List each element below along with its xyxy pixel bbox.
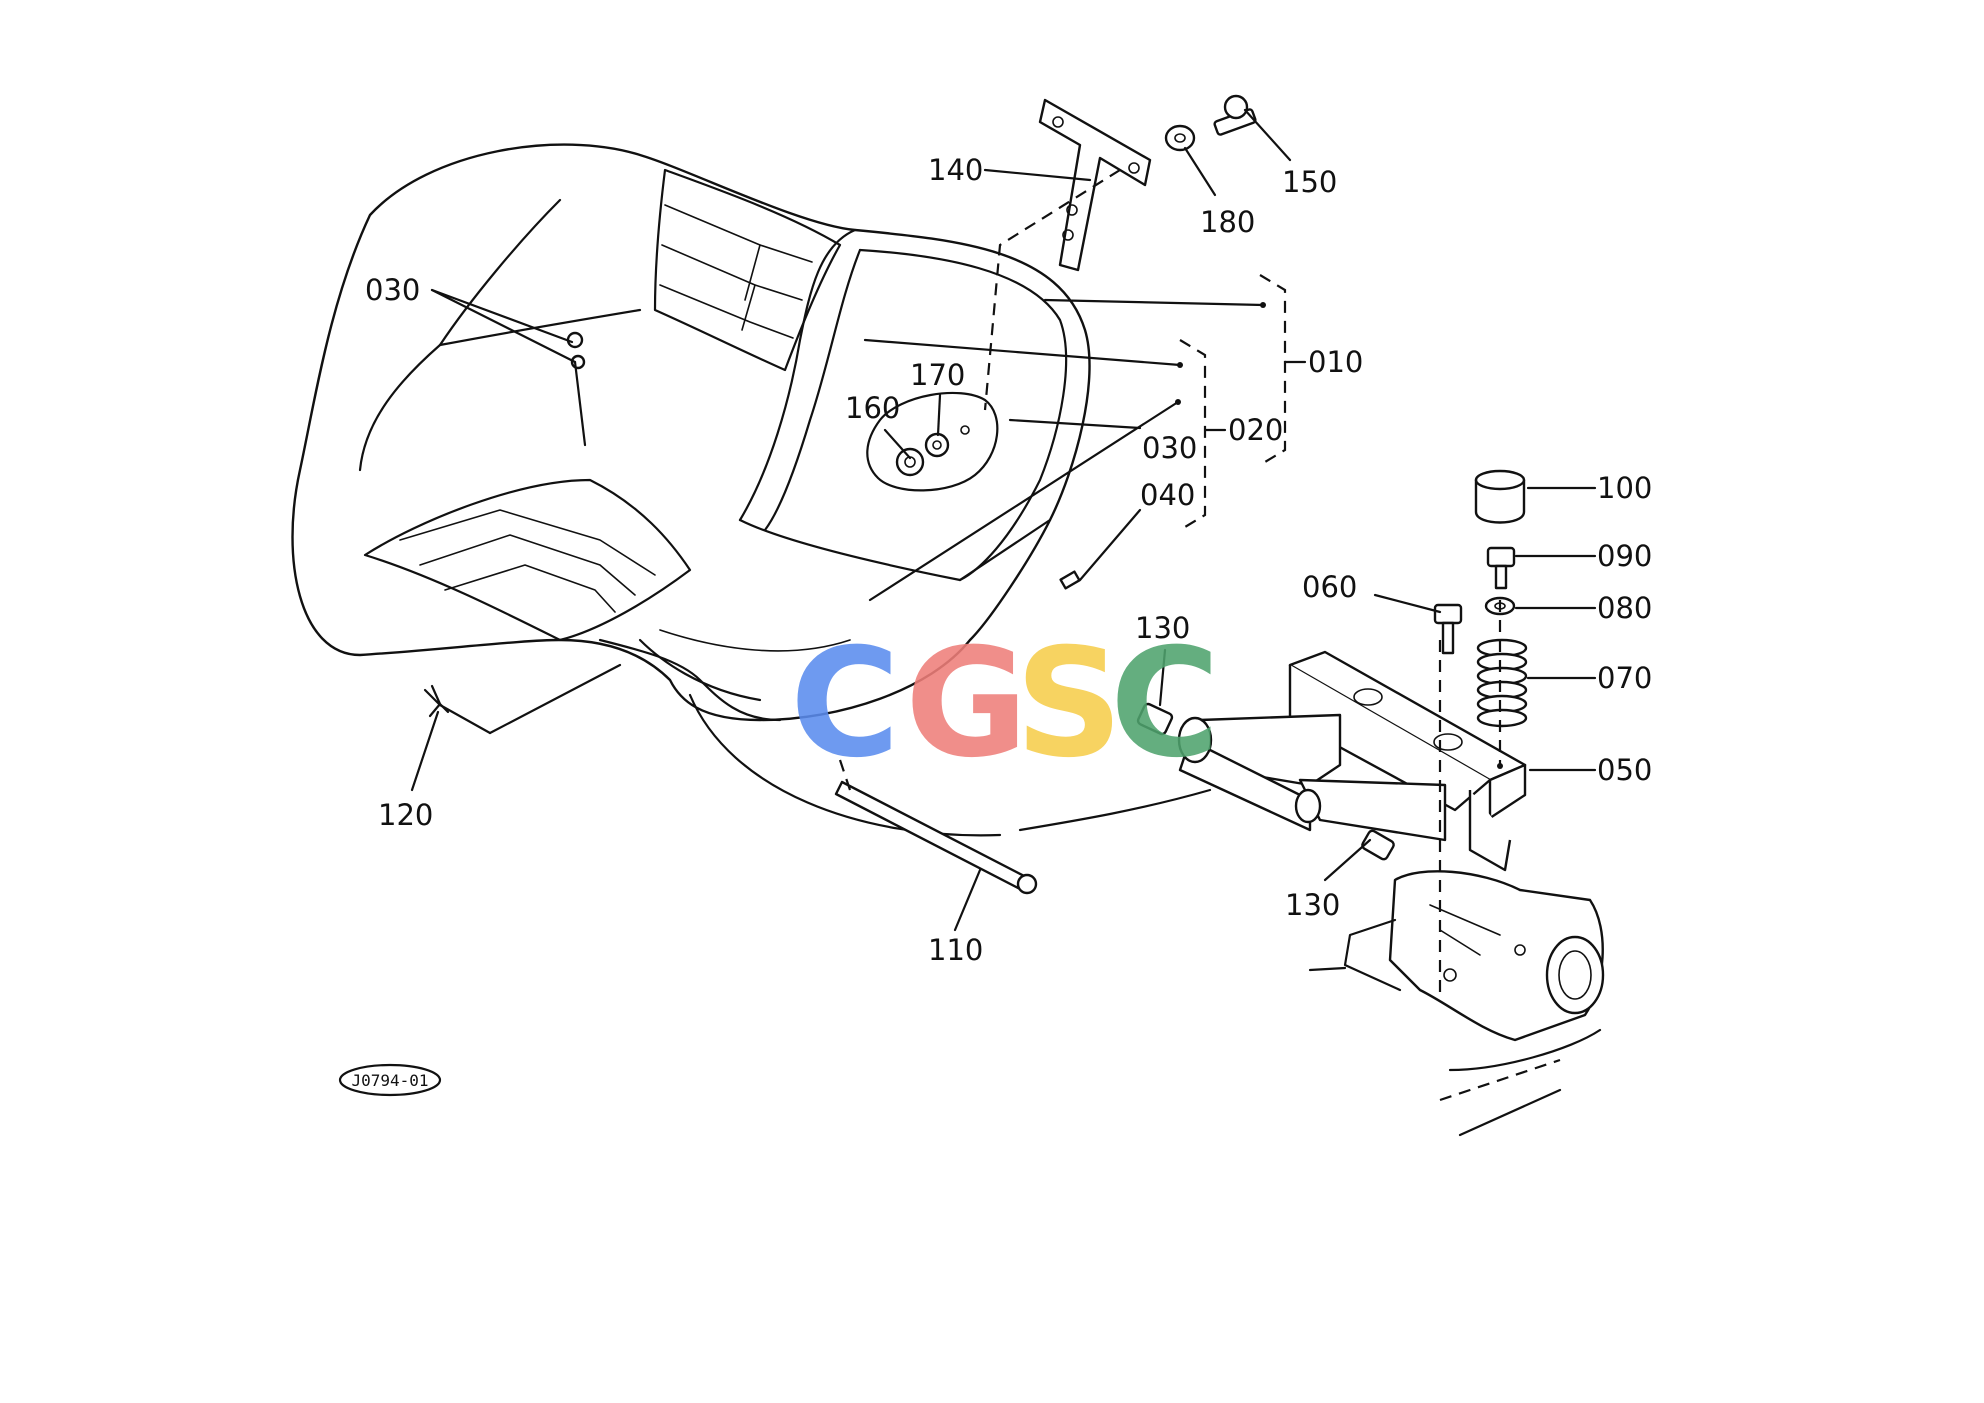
grease-nipple-130-lower — [1361, 829, 1395, 861]
label-180: 180 — [1200, 205, 1255, 239]
watermark-letter-3: S — [1015, 617, 1123, 791]
drawing-code-badge: J0794-01 — [338, 1063, 442, 1097]
seat-support-050 — [1177, 650, 1527, 872]
part-labels: 030 140 150 180 010 020 030 040 160 170 … — [365, 153, 1652, 967]
label-140: 140 — [928, 153, 983, 187]
label-160: 160 — [845, 391, 900, 425]
drawing-code: J0794-01 — [351, 1071, 428, 1090]
label-080: 080 — [1597, 591, 1652, 625]
grease-nipple-130-upper — [1136, 702, 1174, 736]
bolt-090 — [1486, 546, 1516, 590]
clip-120 — [423, 684, 450, 718]
label-090: 090 — [1597, 539, 1652, 573]
label-150: 150 — [1282, 165, 1337, 199]
nut-160 — [895, 447, 925, 477]
label-010: 010 — [1308, 345, 1363, 379]
label-040: 040 — [1140, 478, 1195, 512]
spring-070 — [1476, 638, 1528, 728]
label-130-upper: 130 — [1135, 611, 1190, 645]
label-070: 070 — [1597, 661, 1652, 695]
dashed-leaders — [838, 169, 1502, 1000]
leader-lines — [410, 108, 1597, 932]
watermark-letter-2: G — [905, 617, 1028, 791]
pivot-rod-110 — [834, 780, 1038, 895]
label-110: 110 — [928, 933, 983, 967]
label-130-lower: 130 — [1285, 888, 1340, 922]
label-100: 100 — [1597, 471, 1652, 505]
label-030-right: 030 — [1142, 431, 1197, 465]
watermark: C G S C — [790, 617, 1220, 791]
transmission-housing — [1308, 870, 1605, 1137]
bolt-060 — [1433, 603, 1463, 655]
washer-180 — [1164, 124, 1196, 152]
label-050: 050 — [1597, 753, 1652, 787]
bolt-150 — [1213, 94, 1257, 136]
bracket-140 — [1038, 98, 1152, 272]
watermark-letter-4: C — [1110, 617, 1220, 791]
label-120: 120 — [378, 798, 433, 832]
clip-040 — [1059, 570, 1081, 590]
label-060: 060 — [1302, 570, 1357, 604]
label-030-left: 030 — [365, 273, 420, 307]
stopper-100 — [1474, 469, 1526, 524]
watermark-letter-1: C — [790, 617, 900, 791]
label-170: 170 — [910, 358, 965, 392]
label-020: 020 — [1228, 413, 1283, 447]
